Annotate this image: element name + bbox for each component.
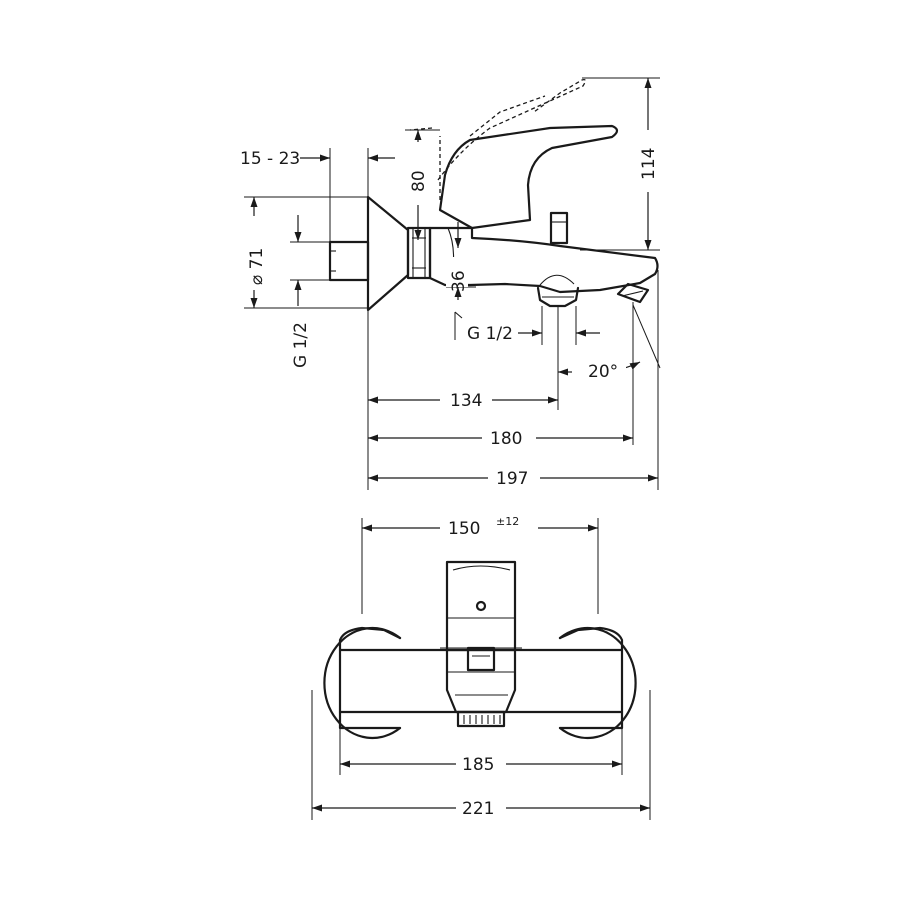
right-rosette: [558, 626, 637, 740]
lever-handle: [438, 124, 619, 230]
dim-36: 36: [449, 270, 469, 292]
lever-open-position: [437, 78, 586, 181]
lever-handle-front: [445, 560, 517, 652]
dim-150: 150: [448, 519, 480, 539]
dim-g12-outlet: G 1/2: [467, 324, 513, 344]
lever-indicator: [475, 600, 487, 612]
dim-15-23: 15 - 23: [240, 149, 300, 169]
dim-diameter-71: ⌀ 71: [247, 248, 267, 285]
dim-114: 114: [639, 148, 659, 180]
side-view: 15 - 23 80 114 ⌀ 71 G 1/2 36: [240, 77, 661, 490]
dim-197: 197: [496, 469, 528, 489]
coupling-nut: [406, 226, 432, 280]
dim-134: 134: [450, 391, 482, 411]
left-rosette: [323, 626, 402, 740]
mixer-body-front: [338, 648, 624, 714]
front-view: 150 ±12 185 221: [311, 515, 651, 820]
dim-180: 180: [490, 429, 522, 449]
wall-connector: [328, 240, 370, 282]
mixer-body: [428, 226, 659, 294]
diverter-knob: [549, 211, 569, 245]
dim-20-degrees: 20°: [588, 362, 618, 382]
dim-g12-inlet: G 1/2: [291, 322, 311, 368]
dim-80: 80: [409, 170, 429, 192]
spout-aerator: [616, 282, 650, 304]
central-column: [445, 648, 517, 714]
dim-185: 185: [462, 755, 494, 775]
dim-150-tolerance: ±12: [496, 515, 519, 528]
aerator-front: [456, 710, 506, 728]
diverter-knob-front: [466, 646, 496, 672]
dim-221: 221: [462, 799, 494, 819]
wall-rosette: [366, 195, 410, 312]
